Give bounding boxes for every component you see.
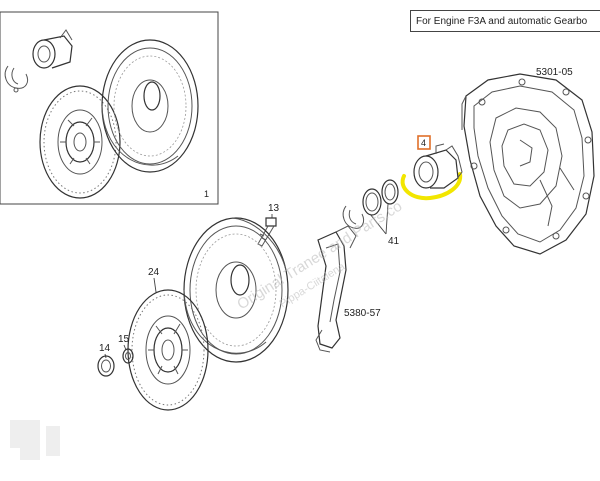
release-fork: 5380-57 [315, 225, 381, 353]
engine-note-text: For Engine F3A and automatic Gearbo [416, 16, 588, 27]
small-bearing-part: 14 [97, 343, 115, 377]
callout-fork: 5380-57 [344, 308, 381, 319]
leader-line-seal-b [385, 203, 389, 235]
inset-border [0, 11, 219, 205]
seals-group: 41 [342, 179, 400, 247]
inset-clutch-disc [39, 85, 121, 199]
watermark-line-1: Original Tranee and Parts.co [234, 198, 405, 314]
inset-circlip [4, 65, 29, 93]
inset-panel: 1 [0, 11, 219, 205]
callout-seals-group: 41 [388, 236, 400, 247]
callout-bushing: 15 [118, 334, 130, 345]
inset-flywheel [101, 39, 199, 173]
inset-ref-number: 1 [204, 189, 209, 199]
inset-release-bearing [32, 29, 73, 69]
callout-clutch-disc: 24 [148, 267, 160, 278]
callout-gearbox-housing: 5301-05 [536, 67, 573, 78]
callout-box-bearing [417, 135, 431, 150]
highlighted-release-bearing: 4 [400, 135, 463, 201]
bolt-part: 13 [257, 203, 280, 247]
main-flywheel [183, 217, 289, 363]
highlight-marker [400, 172, 463, 201]
leader-line-seal-a [369, 213, 387, 235]
main-clutch-disc: 24 [127, 267, 209, 411]
callout-bolt: 13 [268, 203, 280, 214]
bushing-part: 15 [118, 334, 134, 364]
gearbox-housing: 5301-05 [461, 67, 595, 255]
callout-bearing-small: 14 [99, 343, 111, 354]
watermark-logo [10, 420, 60, 460]
engine-note-box: For Engine F3A and automatic Gearbo [410, 10, 600, 32]
callout-bearing-highlighted: 4 [421, 138, 426, 148]
